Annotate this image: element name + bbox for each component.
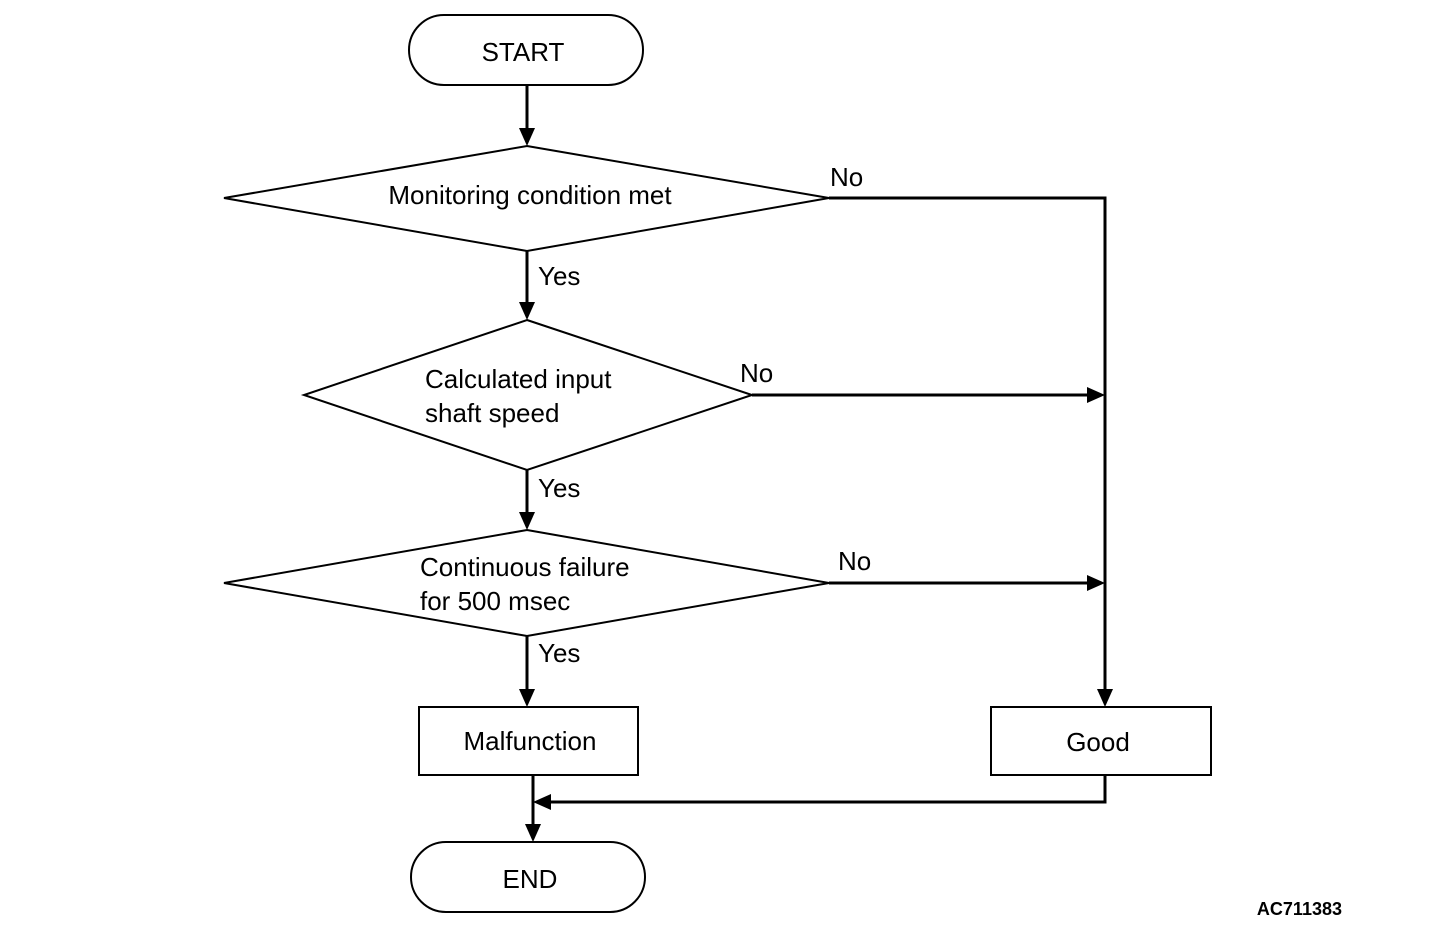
- continuous-failure-decision: [223, 528, 830, 638]
- continuous-failure-label-line2: for 500 msec: [420, 586, 570, 616]
- connector-good-to-end: [551, 775, 1107, 804]
- arrowhead-into-continuous: [519, 512, 535, 530]
- connector-monitoring-no: [829, 196, 1107, 691]
- no-label-monitoring: No: [830, 162, 863, 192]
- end-label: END: [503, 864, 558, 894]
- arrowhead-calculated-no: [1087, 387, 1105, 403]
- arrowhead-into-monitoring: [519, 128, 535, 146]
- calculated-speed-label-line1: Calculated input: [425, 364, 612, 394]
- continuous-failure-label-line1: Continuous failure: [420, 552, 630, 582]
- arrowhead-into-malfunction: [519, 689, 535, 707]
- good-label: Good: [1066, 727, 1130, 757]
- calculated-speed-decision: [300, 318, 756, 472]
- malfunction-label: Malfunction: [464, 726, 597, 756]
- calculated-speed-label-line2: shaft speed: [425, 398, 559, 428]
- good-box: [990, 706, 1212, 776]
- malfunction-box: [418, 706, 639, 776]
- yes-label-continuous: Yes: [538, 638, 580, 668]
- figure-code: AC711383: [1257, 899, 1342, 919]
- arrowhead-into-end: [525, 824, 541, 842]
- yes-label-monitoring: Yes: [538, 261, 580, 291]
- arrowhead-into-good: [1097, 689, 1113, 707]
- no-label-calculated: No: [740, 358, 773, 388]
- arrowhead-continuous-no: [1087, 575, 1105, 591]
- yes-label-calculated: Yes: [538, 473, 580, 503]
- no-label-continuous: No: [838, 546, 871, 576]
- arrowhead-good-merge: [533, 794, 551, 810]
- end-terminal: [410, 841, 646, 913]
- start-label: START: [482, 37, 565, 67]
- monitoring-condition-label: Monitoring condition met: [388, 180, 672, 210]
- arrowhead-into-calculated: [519, 302, 535, 320]
